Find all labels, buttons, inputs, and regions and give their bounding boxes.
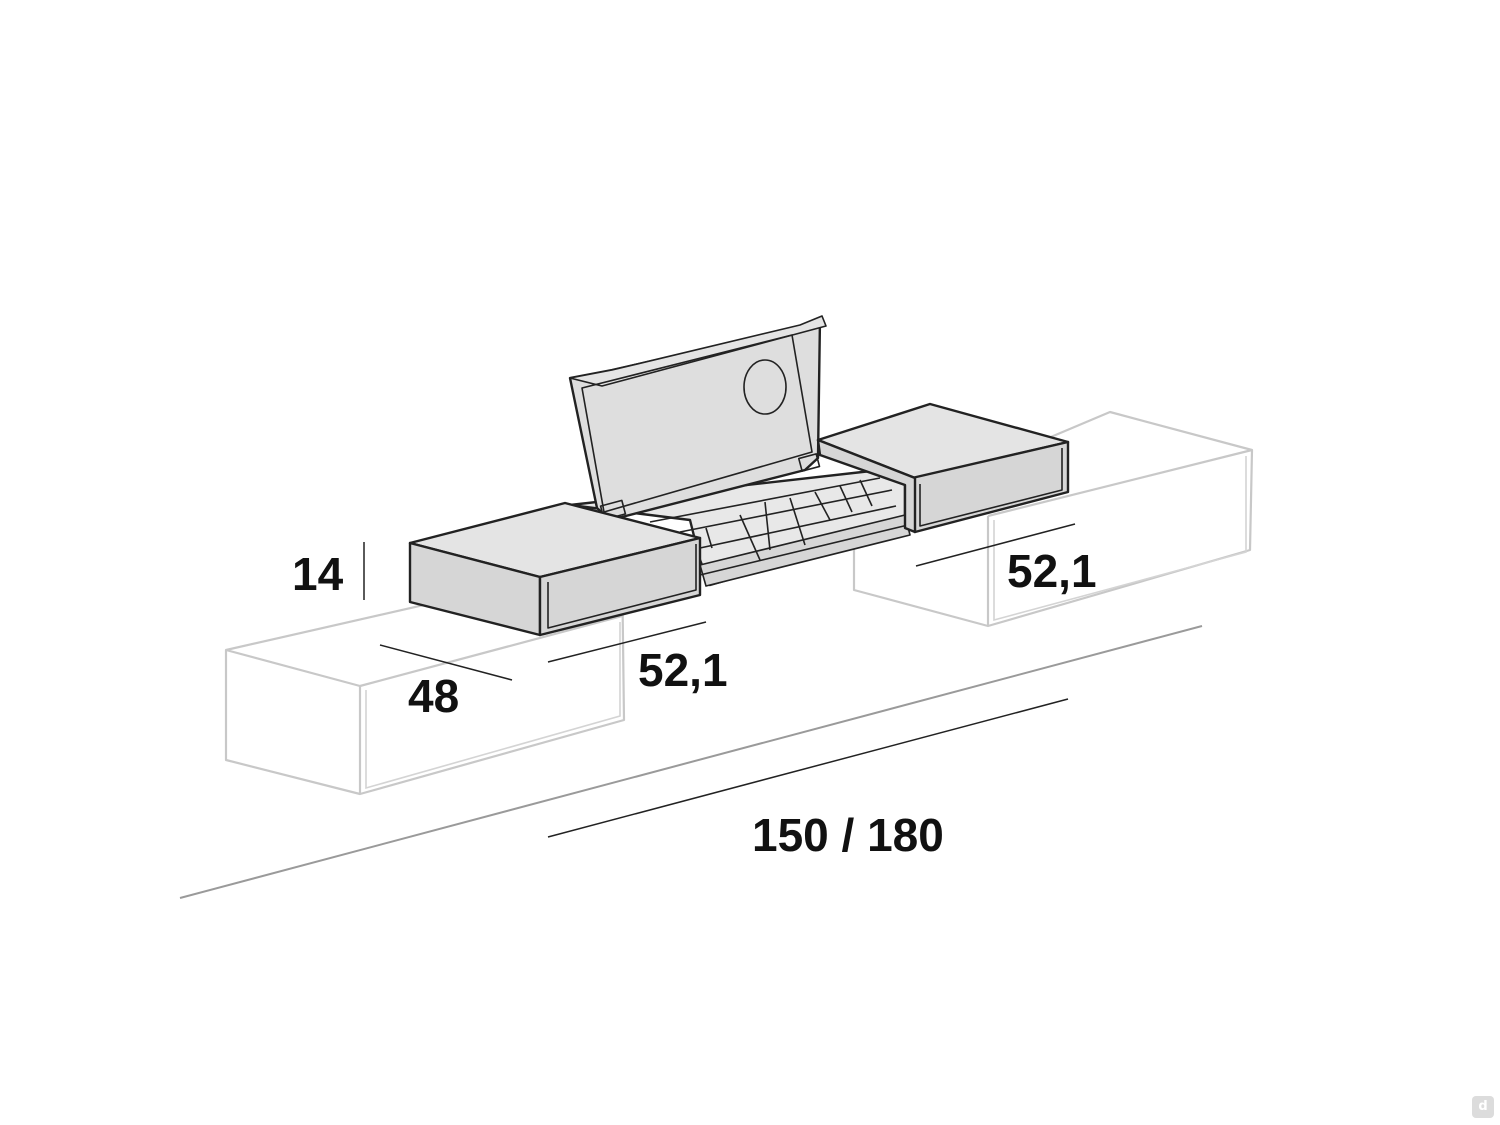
right-width-label: 52,1	[1007, 545, 1097, 597]
height-label: 14	[292, 548, 344, 600]
depth-dimension-line	[379, 644, 513, 681]
mirror-lid	[568, 315, 827, 522]
drawer-box-left	[408, 501, 702, 637]
left-width-dimension-line	[547, 621, 707, 663]
left-width-label: 52,1	[638, 644, 728, 696]
depth-label: 48	[408, 670, 459, 722]
d-logo-icon: d	[1472, 1096, 1494, 1118]
round-mirror	[743, 359, 787, 415]
total-width-dimension-line	[547, 698, 1069, 838]
ghost-cabinet-right	[852, 410, 1254, 628]
floor-line	[179, 625, 1203, 899]
total-width-label: 150 / 180	[752, 809, 944, 861]
drawer-box-right	[816, 402, 1070, 534]
right-width-dimension-line	[915, 523, 1076, 567]
